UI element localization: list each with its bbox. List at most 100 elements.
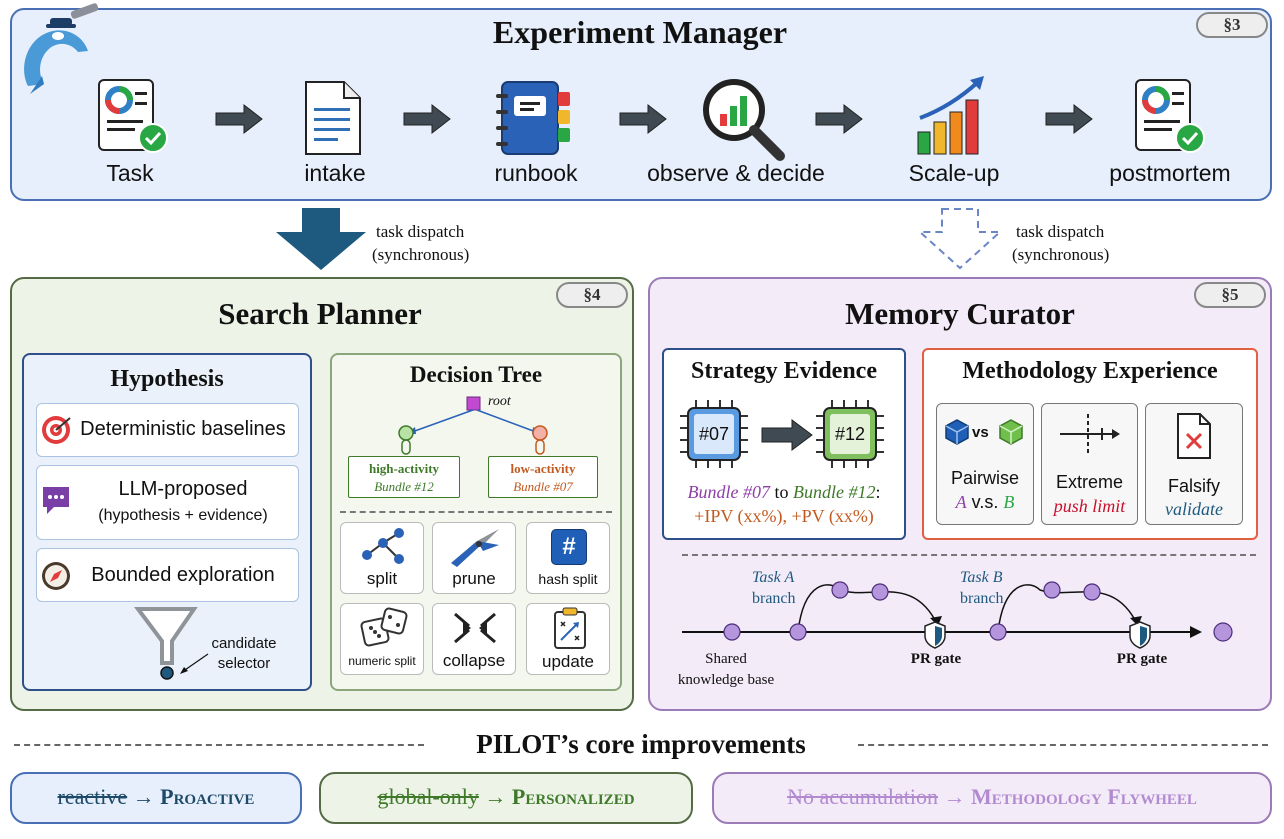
node-low-activity — [488, 456, 598, 498]
chip-07-label: #07 — [698, 424, 730, 444]
postmortem-document-icon — [1135, 79, 1205, 153]
target-icon — [42, 416, 71, 444]
split-graph-icon — [362, 528, 404, 564]
hypothesis-item-llm: LLM-proposed — [118, 478, 248, 500]
task-b-branch: branch — [960, 590, 1004, 607]
section-badge-4: §4 — [556, 282, 628, 308]
tool-split: split — [340, 522, 424, 594]
arrow-right-icon — [619, 103, 667, 135]
decision-tree-title: Decision Tree — [409, 362, 543, 387]
funnel-icon — [134, 607, 198, 680]
core-new-personalized: Personalized — [511, 784, 635, 809]
selector-pointer-arrow — [180, 653, 209, 674]
section-badge-5: §5 — [1194, 282, 1266, 308]
to-word: to — [774, 482, 789, 502]
dolphin-mascot-icon — [24, 3, 99, 94]
growth-chart-icon — [917, 76, 984, 155]
dispatch-right-line2: (synchronous) — [1012, 245, 1110, 264]
task-a-branch: branch — [752, 590, 796, 607]
task-a-label: Task A — [752, 569, 795, 586]
arrow-right-icon — [761, 419, 813, 451]
to-bundle: Bundle #12 — [793, 482, 876, 502]
dispatch-left-line2: (synchronous) — [372, 245, 470, 264]
step-postmortem: postmortem — [1109, 160, 1231, 186]
chip-12-label: #12 — [834, 424, 866, 444]
high-activity-label: high-activity — [368, 461, 440, 476]
pruning-shears-icon — [451, 529, 499, 567]
hypothesis-title: Hypothesis — [110, 366, 224, 392]
shared-kb-line2: knowledge base — [677, 672, 775, 688]
step-runbook: runbook — [494, 160, 578, 186]
step-task: Task — [106, 160, 154, 186]
candidate-selector-line1: candidate — [211, 635, 277, 652]
low-activity-label: low-activity — [510, 461, 576, 476]
hypothesis-item-deterministic: Deterministic baselines — [80, 418, 286, 440]
tool-numeric-split: numeric split — [340, 603, 424, 675]
knowledge-flow-graph — [682, 581, 1233, 649]
collapse-arrows-icon — [454, 612, 496, 644]
tool-collapse-label: collapse — [442, 651, 506, 670]
pr-gate-a: PR gate — [910, 651, 962, 667]
core-improvements-title: PILOT’s core improvements — [476, 729, 806, 759]
core-arrow-2: → — [484, 784, 507, 809]
low-activity-bundle: Bundle #07 — [513, 479, 573, 494]
chip-07-icon — [680, 400, 748, 468]
dispatch-right-line1: task dispatch — [1016, 222, 1105, 241]
node-high-activity — [348, 456, 460, 498]
method-extreme — [1041, 403, 1138, 525]
step-scale-up: Scale-up — [908, 160, 1000, 186]
push-limit-label: push limit — [1053, 496, 1126, 516]
hash-icon: # — [551, 529, 587, 565]
high-activity-bundle: Bundle #12 — [374, 479, 434, 494]
dice-icon — [360, 607, 408, 647]
core-new-proactive: Proactive — [160, 784, 255, 809]
runbook-notebook-icon — [496, 81, 570, 155]
from-bundle: Bundle #07 — [687, 482, 770, 502]
chat-bubble-icon — [43, 487, 69, 514]
task-document-icon — [98, 79, 168, 153]
hypothesis-deterministic — [36, 403, 299, 457]
strategy-evidence-title: Strategy Evidence — [691, 358, 877, 384]
pairwise-a: A — [955, 492, 967, 512]
tool-hash-split: # hash split — [526, 522, 610, 594]
core-divider-left — [14, 744, 424, 746]
task-b-label: Task B — [960, 569, 1003, 586]
core-item-flywheel: No accumulation → Methodology Flywheel — [712, 772, 1272, 824]
arrow-right-icon — [403, 103, 451, 135]
strategy-gains: +IPV (xx%), +PV (xx%) — [694, 506, 874, 526]
falsify-document-icon — [1177, 413, 1211, 459]
core-old-reactive: reactive — [57, 784, 128, 809]
arrow-right-icon — [215, 103, 263, 135]
cube-blue-icon — [945, 419, 969, 445]
chip-12-icon — [816, 400, 884, 468]
methodology-experience-title: Methodology Experience — [962, 358, 1218, 384]
core-old-global: global-only — [377, 784, 479, 809]
memory-curator-title: Memory Curator — [845, 296, 1075, 331]
experiment-manager-title: Experiment Manager — [492, 14, 788, 50]
push-limit-axis-icon — [1060, 414, 1120, 454]
falsify-label: Falsify — [1167, 476, 1220, 496]
tool-prune: prune — [432, 522, 516, 594]
tool-prune-label: prune — [452, 569, 496, 588]
clipboard-plan-icon — [554, 607, 586, 649]
tool-numeric-split-label: numeric split — [348, 654, 416, 668]
validate-label: validate — [1165, 499, 1223, 519]
pairwise-vs: v.s. — [971, 492, 999, 512]
dispatch-left-line1: task dispatch — [376, 222, 465, 241]
compass-icon — [42, 562, 70, 590]
arrow-right-icon — [815, 103, 863, 135]
experiment-manager-panel — [10, 8, 1272, 201]
shared-kb-line1: Shared — [705, 651, 747, 667]
strategy-transition-text: Bundle #07 to Bundle #12: — [662, 482, 906, 503]
search-planner-title: Search Planner — [218, 296, 422, 331]
intake-document-icon — [305, 81, 361, 155]
core-arrow-3: → — [943, 784, 966, 809]
magnifier-chart-icon — [703, 79, 785, 161]
pairwise-b: B — [1003, 492, 1015, 512]
dispatch-arrow-dashed-icon — [917, 208, 1003, 270]
tool-hash-split-label: hash split — [538, 571, 598, 587]
tool-update-label: update — [542, 652, 594, 671]
step-observe-decide: observe & decide — [647, 160, 825, 186]
core-item-proactive: reactive → Proactive — [10, 772, 302, 824]
dispatch-arrow-solid-icon — [276, 208, 366, 270]
